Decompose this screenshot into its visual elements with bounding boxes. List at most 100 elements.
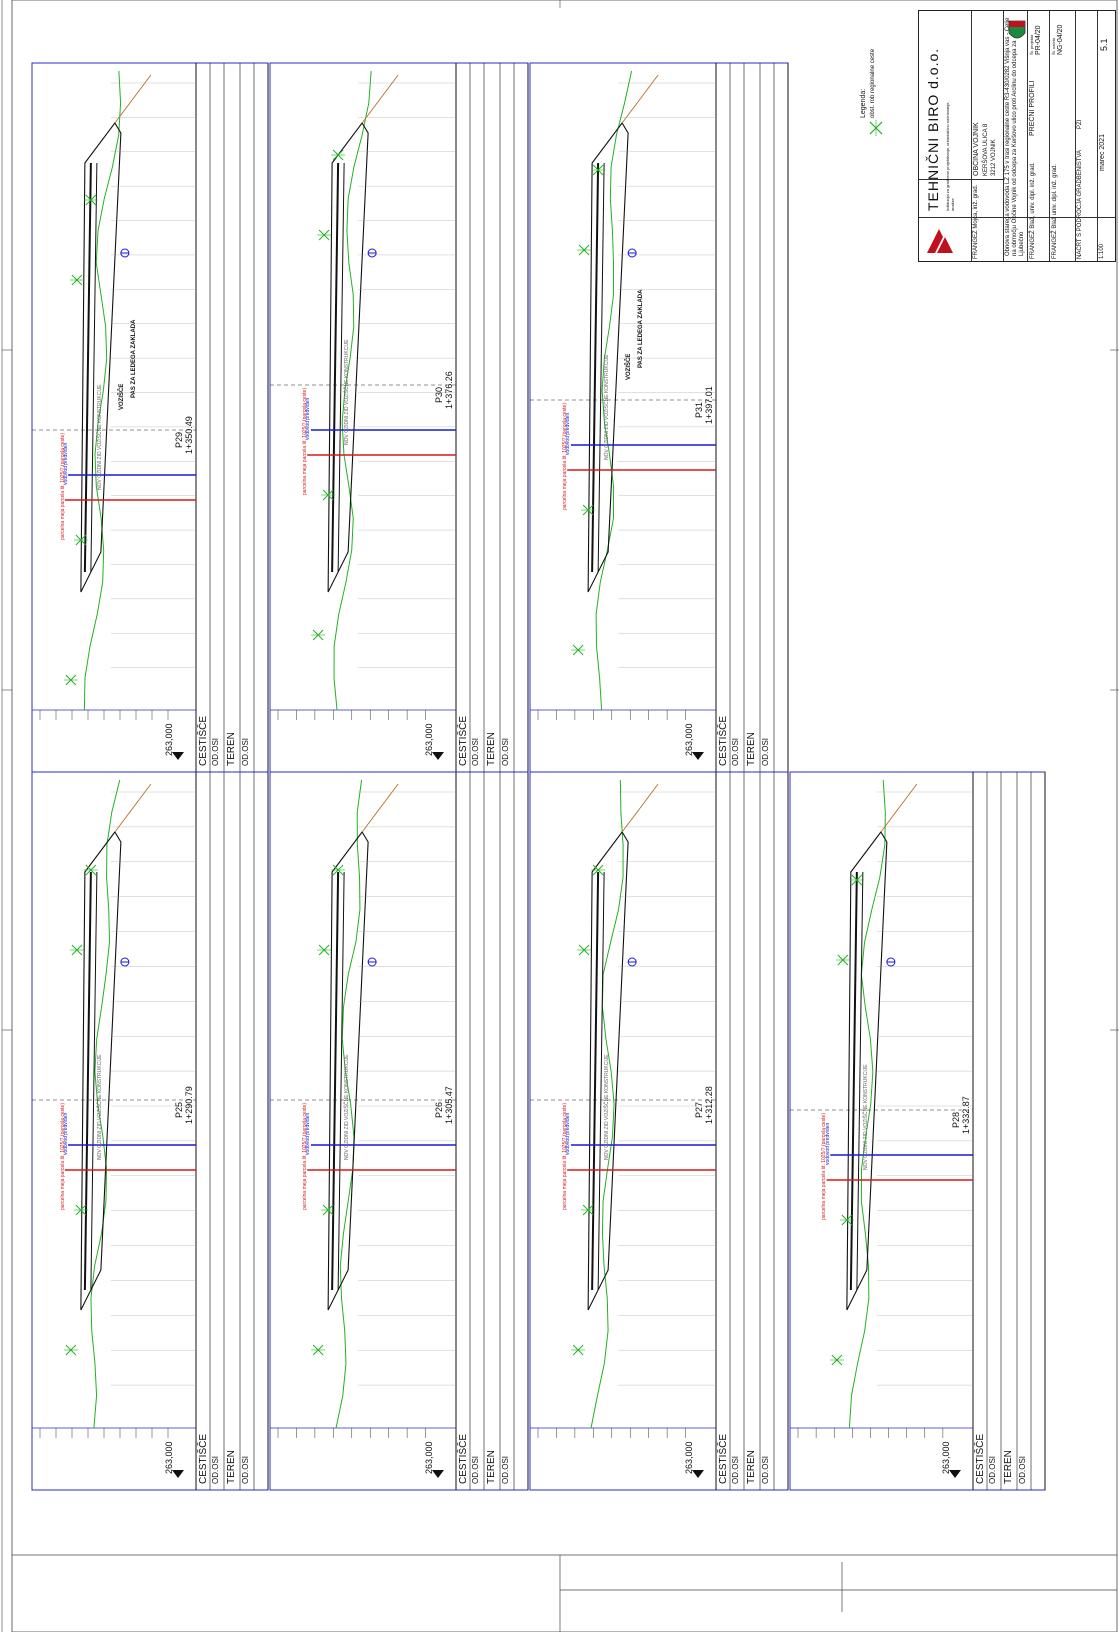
strip-label: PAS ZA LEDEGA ZAKLADA xyxy=(130,319,137,398)
wall-annotation: NOV OZIDNI ZID VOZIŠČNE KONSTRUKCIJE xyxy=(96,384,103,490)
row-label-offset: OD.OSI xyxy=(211,1455,220,1484)
row-label-road: CESTIŠČE xyxy=(718,715,729,766)
legend-x-marker-icon xyxy=(869,120,883,136)
row-label-road: CESTIŠČE xyxy=(718,1433,729,1484)
road-edge-x-marker-icon xyxy=(331,149,346,161)
row-label-offset: OD.OSI xyxy=(988,1455,997,1484)
client: OBČINA VOJNIK xyxy=(973,122,980,176)
datum-elevation: 263,000 xyxy=(684,723,694,756)
road-edge-x-marker-icon xyxy=(73,534,88,546)
profile-id: P25 xyxy=(174,1101,184,1118)
water-valve-icon xyxy=(120,248,130,258)
pipe-label: vodovod predviden xyxy=(305,397,312,440)
road-edge-x-marker-icon xyxy=(577,944,592,956)
road-edge-x-marker-icon xyxy=(591,164,606,176)
road-edge-x-marker-icon xyxy=(571,1344,586,1356)
road-edge-x-marker-icon xyxy=(63,674,78,686)
internal-no: NG-04/20 xyxy=(1057,24,1064,55)
profile-id: P30 xyxy=(434,386,444,403)
project-no-label: Št. projekta xyxy=(1029,34,1034,55)
cross-section-panel xyxy=(269,62,529,773)
road-edge-x-marker-icon xyxy=(69,274,84,286)
row-label-road: CESTIŠČE xyxy=(458,715,469,766)
phase: PZI xyxy=(1077,119,1083,129)
road-edge-x-marker-icon xyxy=(835,954,850,966)
wall-annotation: NOV OZIDNI ZID VOZIŠČNE KONSTRUKCIJE xyxy=(344,1054,351,1160)
datum-elevation: 263,000 xyxy=(684,1441,694,1474)
wall-annotation: NOV OZIDNI ZID VOZIŠČNE KONSTRUKCIJE xyxy=(344,339,351,445)
water-valve-icon xyxy=(886,957,896,967)
road-edge-x-marker-icon xyxy=(73,1204,88,1216)
designer-2: FRANGEŽ Blaž, univ. dipl. inž. grad. xyxy=(1030,162,1036,259)
row-label-offset: OD.OSI xyxy=(731,1455,740,1484)
designer-1: FRANGEŽ Mojca, inž. grad. xyxy=(973,184,979,259)
datum-elevation: 263,000 xyxy=(164,723,174,756)
client-address-2: 3212 VOJNIK xyxy=(991,139,997,176)
profile-id: P31 xyxy=(694,401,704,418)
profile-station: 1+290.79 xyxy=(184,1086,194,1124)
road-edge-x-marker-icon xyxy=(581,1204,596,1216)
row-label-offset: OD.OSI xyxy=(761,1455,770,1484)
profile-station: 1+332.87 xyxy=(961,1096,971,1134)
cross-section-panel xyxy=(529,771,789,1491)
datum-elevation: 263,000 xyxy=(941,1441,951,1474)
wall-annotation: NOV OZIDNI ZID VOZIŠČNE KONSTRUKCIJE xyxy=(604,1054,611,1160)
road-edge-x-marker-icon xyxy=(317,229,332,241)
sheet-number: 5.1 xyxy=(1099,38,1109,51)
datum-elevation: 263,000 xyxy=(424,1441,434,1474)
road-edge-x-marker-icon xyxy=(321,1204,336,1216)
title-block: TEHNIČNI BIRO d.o.o. Inštitucija za grad… xyxy=(918,10,1116,262)
water-valve-icon xyxy=(367,248,377,258)
company-name: TEHNIČNI BIRO d.o.o. xyxy=(925,47,941,211)
profile-id: P27 xyxy=(694,1101,704,1118)
road-edge-x-marker-icon xyxy=(577,244,592,256)
water-valve-icon xyxy=(120,957,130,967)
company-note: Inštitucija za gradbeno projektiranje, u… xyxy=(945,101,955,211)
row-label-terrain: TEREN xyxy=(746,732,757,766)
pipe-label: vodovod predviden xyxy=(824,1122,831,1165)
wall-annotation: NOV OZIDNI ZID VOZIŠČNE KONSTRUKCIJE xyxy=(862,1064,869,1170)
road-edge-x-marker-icon xyxy=(69,944,84,956)
profile-id: P26 xyxy=(434,1101,444,1118)
row-label-offset: OD.OSI xyxy=(1018,1455,1027,1484)
datum-elevation: 263,000 xyxy=(424,723,434,756)
lane-label: VOZIŠČE xyxy=(626,353,633,380)
cross-section-panel xyxy=(31,771,269,1491)
row-label-terrain: TEREN xyxy=(486,1450,497,1484)
cross-section-panel xyxy=(31,62,269,773)
lane-label: VOZIŠČE xyxy=(118,383,125,410)
profile-station: 1+305.47 xyxy=(444,1086,454,1124)
road-edge-x-marker-icon xyxy=(83,194,98,206)
road-edge-x-marker-icon xyxy=(839,1214,854,1226)
row-label-terrain: TEREN xyxy=(486,732,497,766)
pipe-label: vodovod predviden xyxy=(565,1112,572,1155)
datum-elevation: 263,000 xyxy=(164,1441,174,1474)
water-valve-icon xyxy=(627,248,637,258)
profile-station: 1+397.01 xyxy=(704,386,714,424)
row-label-road: CESTIŠČE xyxy=(198,1433,209,1484)
internal-no-label: Št. načrta xyxy=(1051,37,1056,55)
road-edge-x-marker-icon xyxy=(311,1344,326,1356)
row-label-offset: OD.OSI xyxy=(501,1455,510,1484)
pipe-label: vodovod predviden xyxy=(63,442,70,485)
pipe-label: vodovod predviden xyxy=(63,1112,70,1155)
row-label-offset: OD.OSI xyxy=(241,737,250,766)
road-edge-x-marker-icon xyxy=(591,864,606,876)
profile-station: 1+350.49 xyxy=(184,416,194,454)
water-valve-icon xyxy=(627,957,637,967)
profile-station: 1+376.26 xyxy=(444,371,454,409)
water-valve-icon xyxy=(367,957,377,967)
road-edge-x-marker-icon xyxy=(829,1354,844,1366)
project-no: PR-04/20 xyxy=(1035,25,1042,55)
wall-annotation: NOV OZIDNI ZID VOZIŠČNE KONSTRUKCIJE xyxy=(604,354,611,460)
row-label-offset: OD.OSI xyxy=(731,737,740,766)
pipe-label: vodovod predviden xyxy=(565,412,572,455)
row-label-road: CESTIŠČE xyxy=(975,1433,986,1484)
profile-id: P29 xyxy=(174,431,184,448)
project-description: Obnova starega vodovoda LZ 175 v trasi r… xyxy=(1005,17,1025,256)
road-edge-x-marker-icon xyxy=(331,864,346,876)
row-label-offset: OD.OSI xyxy=(241,1455,250,1484)
cross-section-panel xyxy=(789,771,1046,1491)
drawing-title: PREČNI PROFILI xyxy=(1029,80,1036,136)
